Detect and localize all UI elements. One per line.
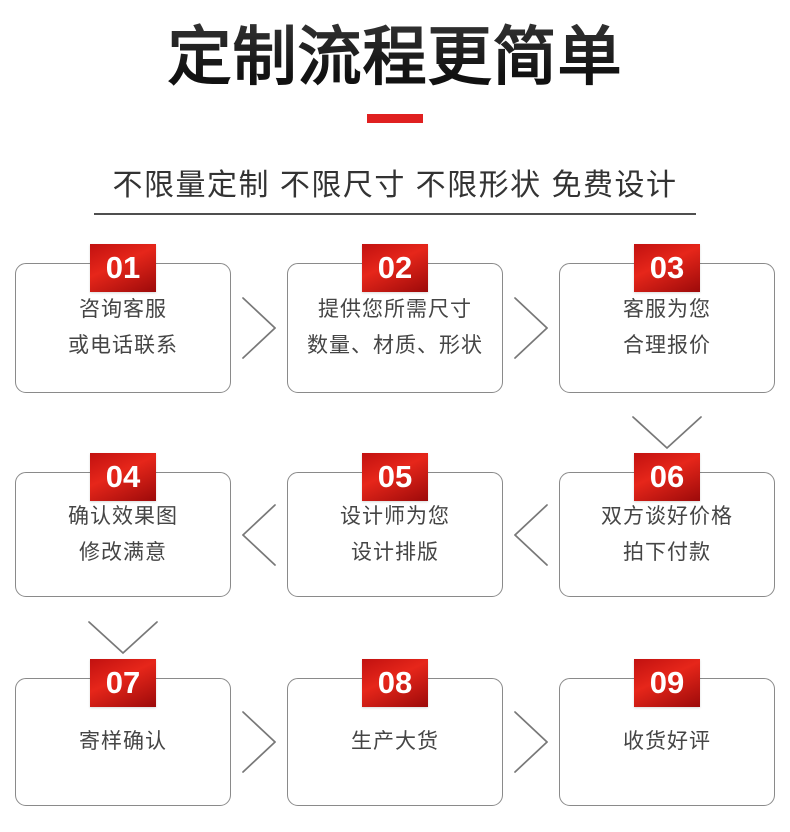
step-box-03: 03 客服为您合理报价 [559,244,775,393]
flow-arrow-left-05-to-04 [242,503,276,566]
subtitle-text: 不限量定制 不限尺寸 不限形状 免费设计 [112,169,678,202]
divider-line [94,213,696,215]
step-text-line: 数量、材质、形状 [307,334,483,357]
flow-arrow-left-06-to-05 [514,503,548,566]
step-box-04: 04 确认效果图修改满意 [15,453,231,597]
step-number-badge-02: 02 [362,244,428,292]
step-number-badge-08: 08 [362,659,428,707]
flow-arrow-right-07-to-08 [242,711,276,773]
step-text-line: 双方谈好价格 [601,504,733,528]
step-box-05: 05 设计师为您设计排版 [287,453,503,597]
step-text-line: 修改满意 [79,540,167,564]
step-text-line: 客服为您 [623,298,711,321]
step-text-line: 或电话联系 [68,334,178,357]
step-number-badge-03: 03 [634,244,700,292]
flow-arrow-down-04-to-07 [88,620,158,655]
step-text-line: 设计师为您 [340,504,450,528]
flow-arrow-right-02-to-03 [514,297,548,359]
step-text-line: 提供您所需尺寸 [318,298,472,321]
step-text-line: 设计排版 [351,540,439,564]
page-title: 定制流程更简单 [0,6,790,98]
step-box-07: 07 寄样确认 [15,659,231,806]
step-text-line: 收货好评 [623,730,711,753]
step-number-badge-06: 06 [634,453,700,501]
flow-arrow-down-03-to-06 [632,415,702,450]
title-underline-dash [367,114,423,123]
step-number-badge-01: 01 [90,244,156,292]
step-box-08: 08 生产大货 [287,659,503,806]
step-text-line: 咨询客服 [79,298,167,321]
step-text-line: 拍下付款 [623,540,711,564]
step-box-06: 06 双方谈好价格拍下付款 [559,453,775,597]
step-text-line: 寄样确认 [79,730,167,753]
step-text-line: 合理报价 [623,334,711,357]
step-box-02: 02 提供您所需尺寸数量、材质、形状 [287,244,503,393]
step-text-line: 生产大货 [351,730,439,753]
step-text-line: 确认效果图 [68,504,178,528]
flow-arrow-right-01-to-02 [242,297,276,359]
step-number-badge-09: 09 [634,659,700,707]
step-number-badge-05: 05 [362,453,428,501]
flow-arrow-right-08-to-09 [514,711,548,773]
step-box-09: 09 收货好评 [559,659,775,806]
step-number-badge-07: 07 [90,659,156,707]
step-number-badge-04: 04 [90,453,156,501]
step-box-01: 01 咨询客服或电话联系 [15,244,231,393]
